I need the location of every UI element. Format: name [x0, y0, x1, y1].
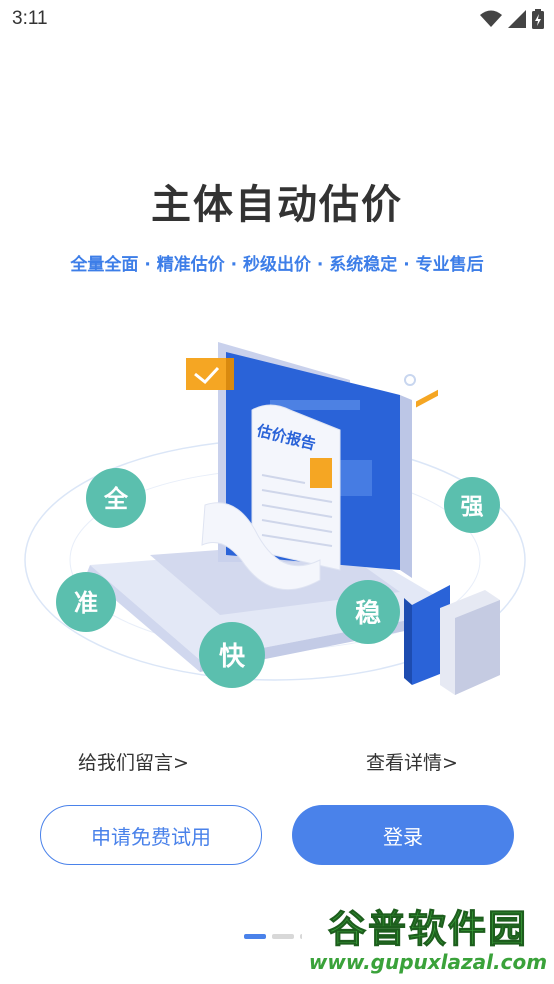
svg-text:快: 快 [219, 642, 246, 672]
wifi-icon [480, 10, 502, 27]
status-bar: 3:11 [0, 0, 554, 38]
books [404, 389, 500, 695]
circle-qiang: 强 [444, 477, 500, 533]
pager-dot-2 [272, 934, 294, 939]
svg-text:准: 准 [74, 589, 98, 617]
page-title: 主体自动估价 [151, 182, 403, 228]
view-details-link[interactable]: 查看详情> [366, 752, 458, 774]
circle-kuai: 快 [199, 622, 265, 688]
check-tile [186, 358, 226, 390]
status-time: 3:11 [12, 8, 48, 29]
circle-zhun: 准 [56, 572, 116, 632]
circle-wen: 稳 [336, 580, 400, 644]
circle-quan: 全 [86, 468, 146, 528]
watermark-url: www.gupuxlazal.com [308, 950, 548, 974]
report-curl [201, 502, 321, 591]
page-subtitle: 全量全面 · 精准估价 · 秒级出价 · 系统稳定 · 专业售后 [70, 255, 484, 275]
battery-icon [532, 9, 544, 29]
watermark: 谷普软件园 www.gupuxlazal.com [302, 892, 554, 984]
svg-text:稳: 稳 [355, 598, 381, 629]
free-trial-button[interactable]: 申请免费试用 [40, 805, 262, 865]
hero-illustration: 估价报告 全 准 快 稳 强 [24, 342, 526, 695]
svg-text:强: 强 [461, 494, 484, 520]
watermark-title: 谷普软件园 [327, 907, 528, 952]
login-button[interactable]: 登录 [292, 805, 514, 865]
signal-icon [508, 10, 526, 28]
status-icons [480, 8, 544, 30]
leave-message-link[interactable]: 给我们留言> [78, 752, 189, 774]
svg-text:全: 全 [103, 485, 129, 513]
pager-dot-1 [244, 934, 266, 939]
orbit-dot [404, 374, 416, 386]
